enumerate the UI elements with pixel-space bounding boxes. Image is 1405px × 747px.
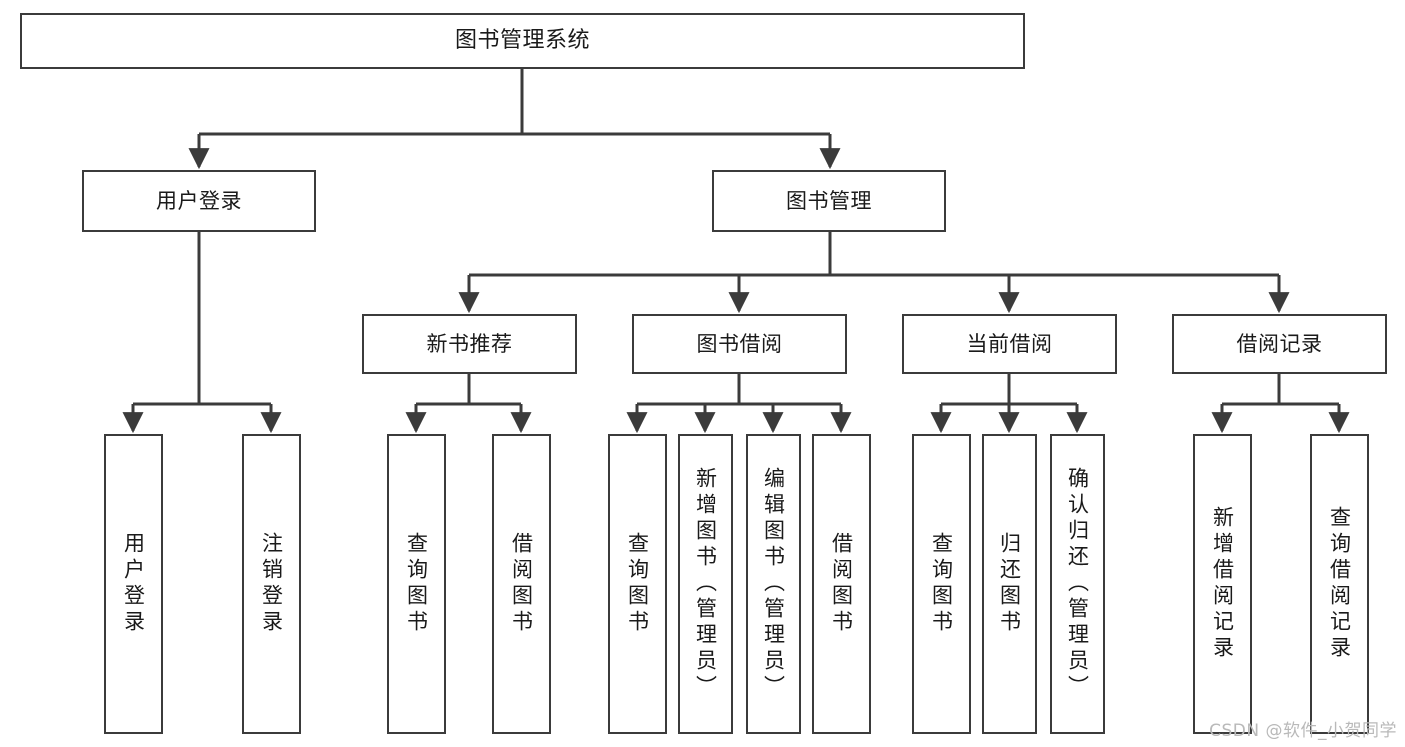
node-leaf-borrow-book-recommend[interactable]: 借阅图书	[492, 434, 551, 734]
node-leaf-logout-login[interactable]: 注销登录	[242, 434, 301, 734]
node-label: 新增图书（管理员）	[693, 467, 718, 701]
node-label: 当前借阅	[966, 331, 1053, 356]
node-label: 借阅图书	[829, 532, 854, 636]
node-label: 图书管理系统	[454, 28, 590, 54]
node-leaf-query-book-current[interactable]: 查询图书	[912, 434, 971, 734]
node-label: 确认归还（管理员）	[1065, 467, 1090, 701]
node-label: 借阅记录	[1236, 331, 1323, 356]
csdn-watermark: CSDN @软件_小贺同学	[1209, 721, 1397, 741]
node-leaf-add-borrow-record[interactable]: 新增借阅记录	[1193, 434, 1252, 734]
node-label: 新书推荐	[426, 331, 513, 356]
node-label: 注销登录	[259, 532, 284, 636]
node-label: 查询图书	[929, 532, 954, 636]
node-label: 编辑图书（管理员）	[761, 467, 786, 701]
node-leaf-borrow-book-borrow[interactable]: 借阅图书	[812, 434, 871, 734]
node-leaf-query-book-recommend[interactable]: 查询图书	[387, 434, 446, 734]
node-label: 图书管理	[786, 188, 872, 213]
node-leaf-user-login[interactable]: 用户登录	[104, 434, 163, 734]
node-label: 查询图书	[625, 532, 650, 636]
node-label: 查询借阅记录	[1327, 506, 1352, 662]
node-label: 借阅图书	[509, 532, 534, 636]
node-new-book-recommend[interactable]: 新书推荐	[362, 314, 577, 374]
node-label: 新增借阅记录	[1210, 506, 1235, 662]
node-current-borrow[interactable]: 当前借阅	[902, 314, 1117, 374]
node-label: 用户登录	[156, 188, 242, 213]
node-label: 归还图书	[997, 532, 1022, 636]
node-book-borrow[interactable]: 图书借阅	[632, 314, 847, 374]
node-root-book-management-system[interactable]: 图书管理系统	[20, 13, 1025, 69]
node-user-login[interactable]: 用户登录	[82, 170, 316, 232]
node-leaf-return-book[interactable]: 归还图书	[982, 434, 1037, 734]
node-leaf-add-book-admin[interactable]: 新增图书（管理员）	[678, 434, 733, 734]
node-leaf-edit-book-admin[interactable]: 编辑图书（管理员）	[746, 434, 801, 734]
node-leaf-query-borrow-record[interactable]: 查询借阅记录	[1310, 434, 1369, 734]
node-leaf-query-book-borrow[interactable]: 查询图书	[608, 434, 667, 734]
node-label: 图书借阅	[696, 331, 783, 356]
node-borrow-record[interactable]: 借阅记录	[1172, 314, 1387, 374]
node-book-management[interactable]: 图书管理	[712, 170, 946, 232]
node-label: 查询图书	[404, 532, 429, 636]
node-leaf-confirm-return-admin[interactable]: 确认归还（管理员）	[1050, 434, 1105, 734]
node-label: 用户登录	[121, 532, 146, 636]
